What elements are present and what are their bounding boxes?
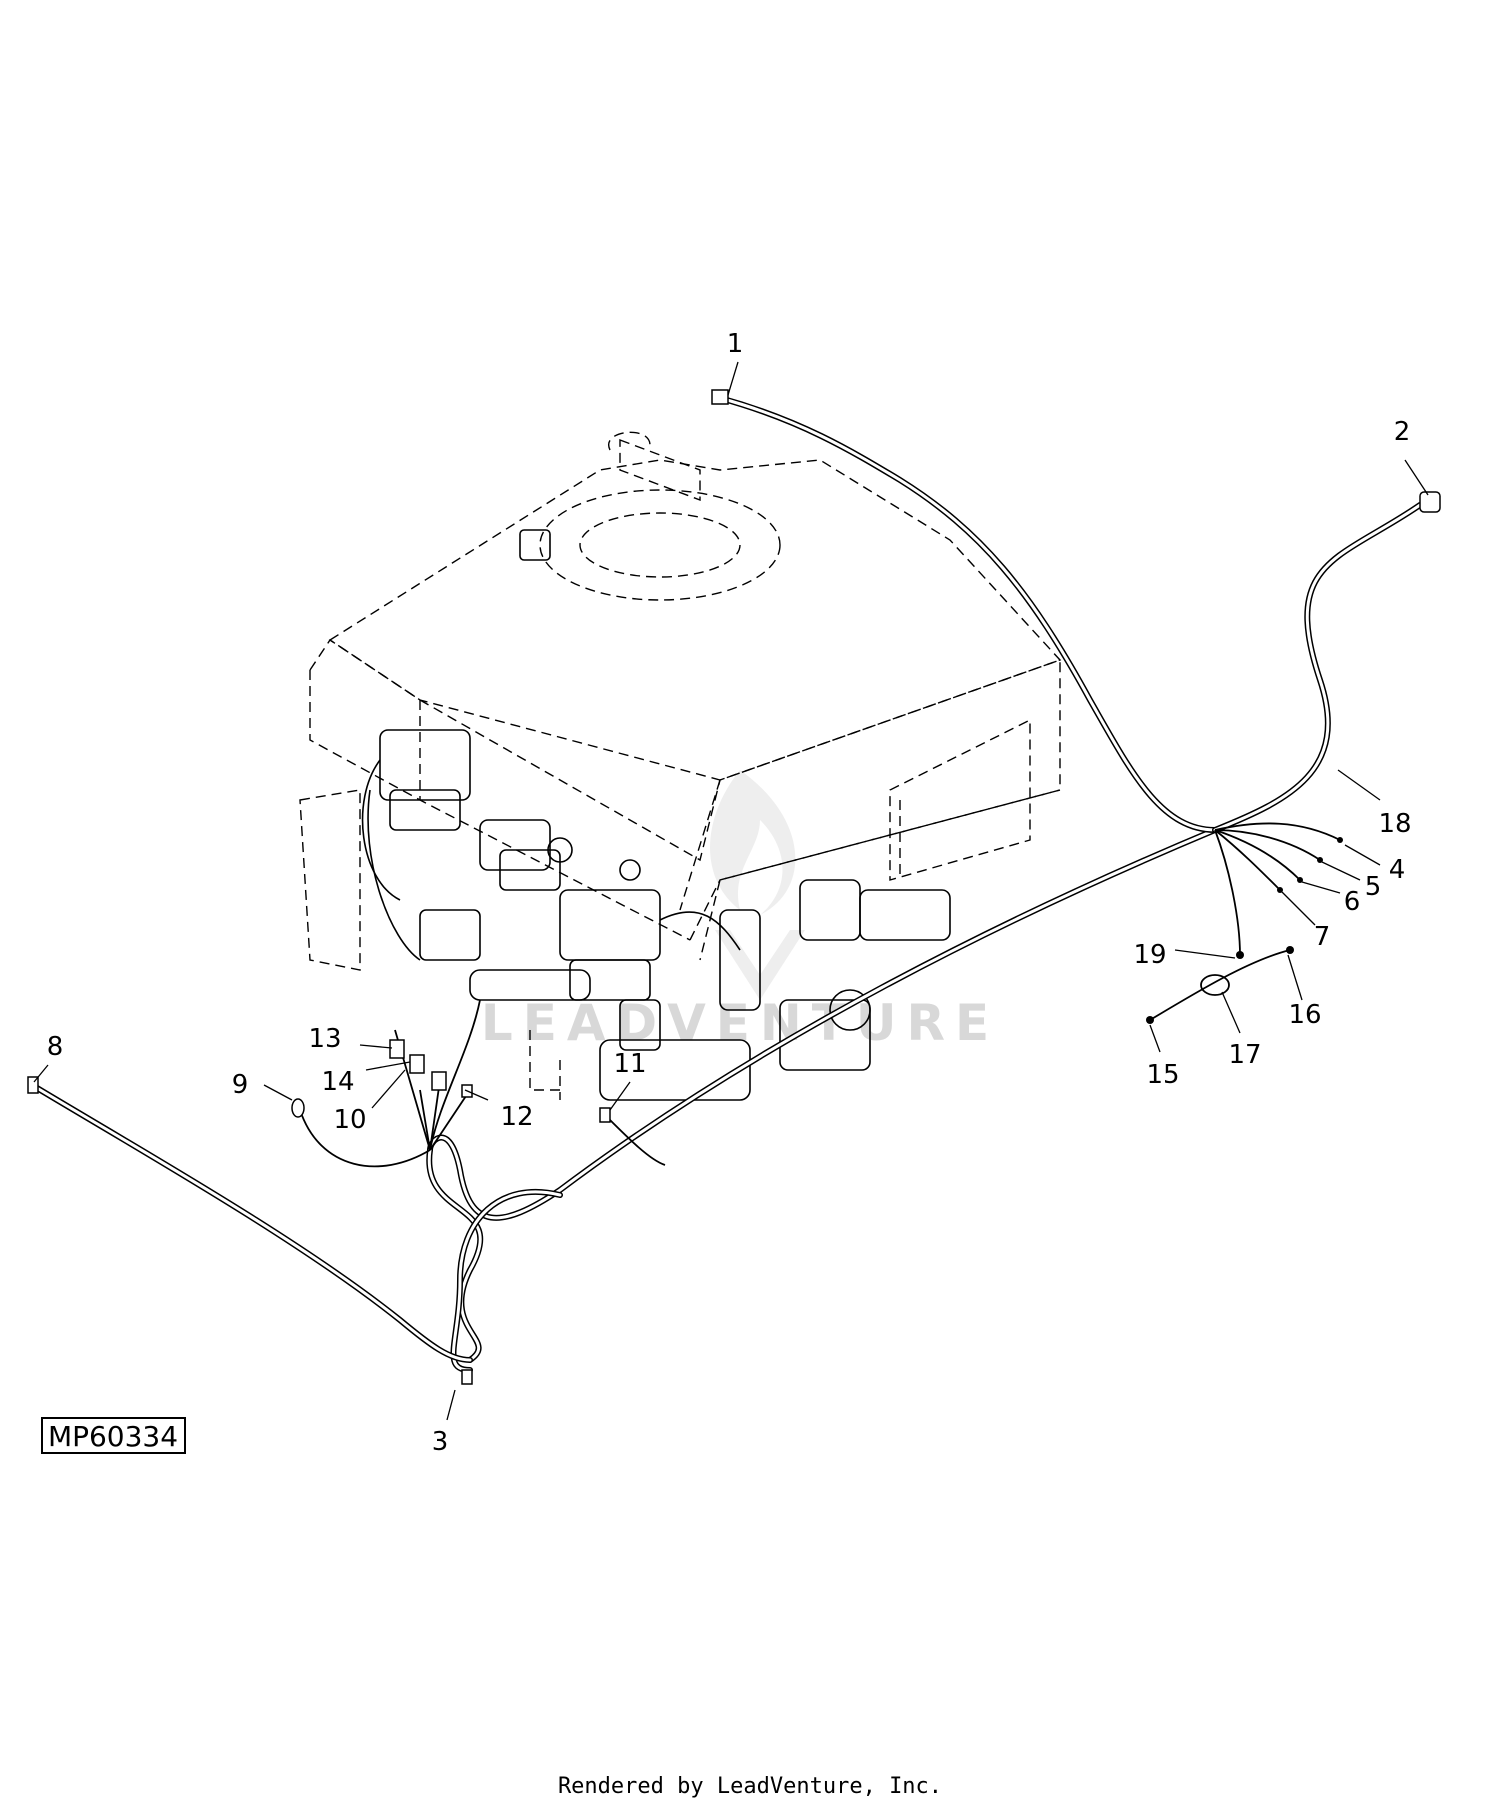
figure-id: MP60334 [48, 1420, 178, 1453]
callout-5: 5 [1365, 872, 1382, 902]
watermark-text: LEADVENTURE [481, 994, 999, 1052]
watermark-logo [710, 770, 805, 1000]
callout-14: 14 [321, 1067, 354, 1097]
figure-id-box: MP60334 [41, 1417, 186, 1454]
callout-1: 1 [727, 329, 744, 359]
callout-7: 7 [1314, 922, 1331, 952]
callout-15: 15 [1146, 1060, 1179, 1090]
main-harness-cable [29, 395, 1423, 1373]
callout-12: 12 [500, 1102, 533, 1132]
callout-9: 9 [232, 1070, 249, 1100]
spray-tank-outline [299, 431, 1062, 1100]
callout-16: 16 [1288, 1000, 1321, 1030]
callout-8: 8 [47, 1032, 64, 1062]
callout-10: 10 [333, 1105, 366, 1135]
leader-lines [33, 361, 1429, 1421]
callout-18: 18 [1378, 809, 1411, 839]
callout-13: 13 [308, 1024, 341, 1054]
connector-leads [27, 389, 1441, 1385]
callout-2: 2 [1394, 417, 1411, 447]
callout-4: 4 [1389, 855, 1406, 885]
callout-6: 6 [1344, 887, 1361, 917]
footer-credit: Rendered by LeadVenture, Inc. [557, 1774, 943, 1799]
callout-19: 19 [1133, 940, 1166, 970]
valve-manifold [361, 529, 951, 1101]
callout-labels: 1 2 3 4 5 6 7 8 9 10 11 12 13 14 15 16 1… [47, 329, 1412, 1457]
callout-11: 11 [613, 1049, 646, 1079]
callout-3: 3 [432, 1427, 449, 1457]
watermark: LEADVENTURE [481, 770, 999, 1052]
callout-17: 17 [1228, 1040, 1261, 1070]
